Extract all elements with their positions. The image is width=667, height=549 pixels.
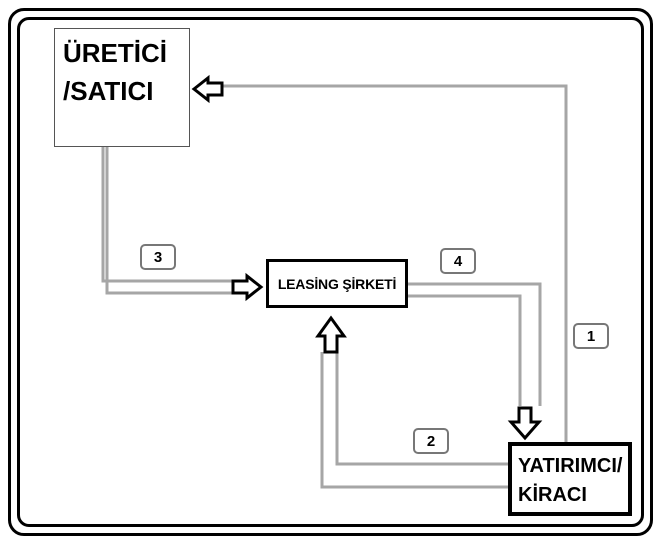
leasing-label: LEASİNG ŞİRKETİ xyxy=(277,275,397,292)
flow-2-line-a xyxy=(335,352,508,466)
step-1-badge: 1 xyxy=(573,323,609,349)
leasing-company-box: LEASİNG ŞİRKETİ xyxy=(266,259,408,308)
arrow-left-icon xyxy=(191,74,224,104)
flow-4-line-b xyxy=(408,294,522,406)
inner-frame xyxy=(17,17,644,527)
step-4-badge: 4 xyxy=(440,248,476,274)
investor-tenant-box: YATIRIMCI/ KİRACI xyxy=(508,442,632,516)
step-2-badge: 2 xyxy=(413,428,449,454)
arrow-up-icon xyxy=(315,315,347,354)
producer-label-line2: /SATICI xyxy=(63,75,154,106)
flow-2-line-b xyxy=(320,352,508,489)
arrow-right-icon xyxy=(231,272,264,302)
arrow-down-icon xyxy=(507,406,543,441)
producer-label-line1: ÜRETİCİ xyxy=(63,38,167,68)
step-1-label: 1 xyxy=(586,327,596,345)
flow-1-line xyxy=(222,84,568,442)
step-3-badge: 3 xyxy=(140,244,176,270)
tenant-label-line2: KİRACI xyxy=(518,484,587,506)
step-2-label: 2 xyxy=(426,432,436,450)
flow-3-line-b xyxy=(105,147,236,295)
producer-seller-box: ÜRETİCİ /SATICI xyxy=(54,28,190,147)
tenant-label-line1: YATIRIMCI/ xyxy=(518,455,623,477)
outer-frame xyxy=(8,8,653,536)
step-3-label: 3 xyxy=(153,248,163,266)
step-4-label: 4 xyxy=(453,252,463,270)
flow-3-line-a xyxy=(101,147,236,283)
flow-4-line-a xyxy=(408,282,542,406)
